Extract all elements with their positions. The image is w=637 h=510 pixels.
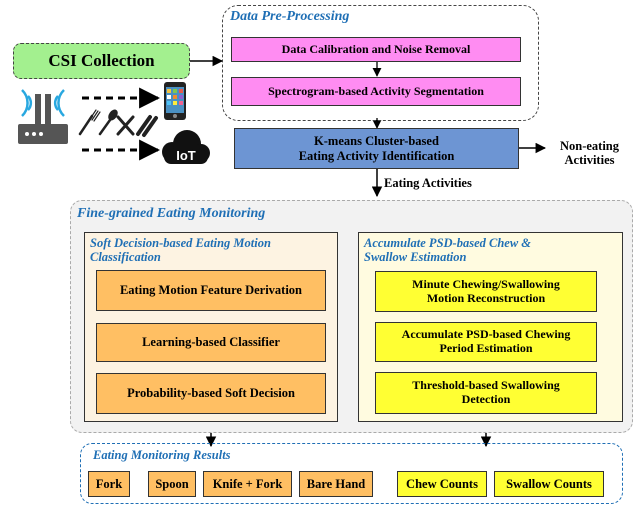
results-title: Eating Monitoring Results bbox=[93, 448, 231, 462]
calibration-box: Data Calibration and Noise Removal bbox=[231, 37, 521, 62]
psd-estimation-box: Accumulate PSD-based Chewing Period Esti… bbox=[375, 322, 597, 362]
result-knife-fork: Knife + Fork bbox=[203, 471, 292, 497]
feature-derivation-label: Eating Motion Feature Derivation bbox=[119, 283, 303, 298]
non-eating-label: Non-eating Activities bbox=[547, 139, 632, 168]
psd-estimation-line2: Period Estimation bbox=[439, 341, 533, 355]
psd-title: Accumulate PSD-based Chew & Swallow Esti… bbox=[364, 236, 531, 264]
segmentation-label: Spectrogram-based Activity Segmentation bbox=[268, 83, 484, 98]
psd-estimation-line1: Accumulate PSD-based Chewing bbox=[401, 327, 571, 342]
soft-decision-box: Probability-based Soft Decision bbox=[96, 373, 326, 414]
segmentation-box: Spectrogram-based Activity Segmentation bbox=[231, 77, 521, 106]
swallowing-detection-line2: Detection bbox=[461, 392, 511, 406]
feature-derivation-box: Eating Motion Feature Derivation bbox=[96, 270, 326, 311]
result-swallow-counts-label: Swallow Counts bbox=[506, 476, 592, 491]
calibration-label: Data Calibration and Noise Removal bbox=[281, 41, 471, 56]
reconstruction-line2: Motion Reconstruction bbox=[426, 290, 546, 305]
fine-grained-title: Fine-grained Eating Monitoring bbox=[77, 206, 266, 221]
result-fork: Fork bbox=[88, 471, 130, 497]
iot-label: IoT bbox=[176, 148, 196, 163]
csi-collection-box: CSI Collection bbox=[13, 43, 190, 79]
result-chew-counts: Chew Counts bbox=[397, 471, 487, 497]
result-swallow-counts: Swallow Counts bbox=[494, 471, 604, 497]
kmeans-line2: Eating Activity Identification bbox=[298, 148, 455, 163]
result-bare-hand-label: Bare Hand bbox=[306, 476, 366, 491]
preprocessing-container bbox=[222, 5, 539, 121]
result-spoon-label: Spoon bbox=[155, 476, 189, 491]
swallowing-detection-box: Threshold-based Swallowing Detection bbox=[375, 372, 597, 414]
psd-title-line1: Accumulate PSD-based Chew & bbox=[364, 236, 532, 250]
results-container bbox=[80, 443, 623, 504]
result-chew-counts-label: Chew Counts bbox=[406, 476, 478, 491]
preprocessing-title: Data Pre-Processing bbox=[230, 9, 350, 24]
soft-decision-title: Soft Decision-based Eating Motion Classi… bbox=[90, 236, 271, 264]
utensils-icon bbox=[78, 109, 158, 137]
soft-decision-title-line1: Soft Decision-based Eating Motion bbox=[90, 236, 271, 250]
kmeans-line1: K-means Cluster-based bbox=[314, 134, 439, 149]
iot-cloud-icon: IoT bbox=[162, 130, 210, 164]
result-fork-label: Fork bbox=[95, 476, 123, 491]
swallowing-detection-line1: Threshold-based Swallowing bbox=[412, 378, 560, 393]
smartphone-icon bbox=[164, 82, 186, 120]
wifi-router-icon bbox=[18, 89, 68, 144]
result-spoon: Spoon bbox=[148, 471, 196, 497]
eating-activities-label: Eating Activities bbox=[384, 176, 472, 190]
non-eating-line1: Non-eating bbox=[559, 139, 620, 153]
soft-decision-title-line2: Classification bbox=[90, 250, 161, 264]
non-eating-line2: Activities bbox=[564, 153, 615, 168]
classifier-label: Learning-based Classifier bbox=[142, 335, 280, 350]
result-bare-hand: Bare Hand bbox=[299, 471, 373, 497]
csi-collection-label: CSI Collection bbox=[48, 51, 155, 71]
classifier-box: Learning-based Classifier bbox=[96, 323, 326, 362]
kmeans-box: K-means Cluster-based Eating Activity Id… bbox=[234, 128, 519, 169]
reconstruction-line1: Minute Chewing/Swallowing bbox=[412, 276, 560, 291]
reconstruction-box: Minute Chewing/Swallowing Motion Reconst… bbox=[375, 271, 597, 312]
soft-decision-label: Probability-based Soft Decision bbox=[127, 386, 295, 401]
psd-title-line2: Swallow Estimation bbox=[364, 250, 467, 264]
result-knife-fork-label: Knife + Fork bbox=[212, 476, 283, 491]
